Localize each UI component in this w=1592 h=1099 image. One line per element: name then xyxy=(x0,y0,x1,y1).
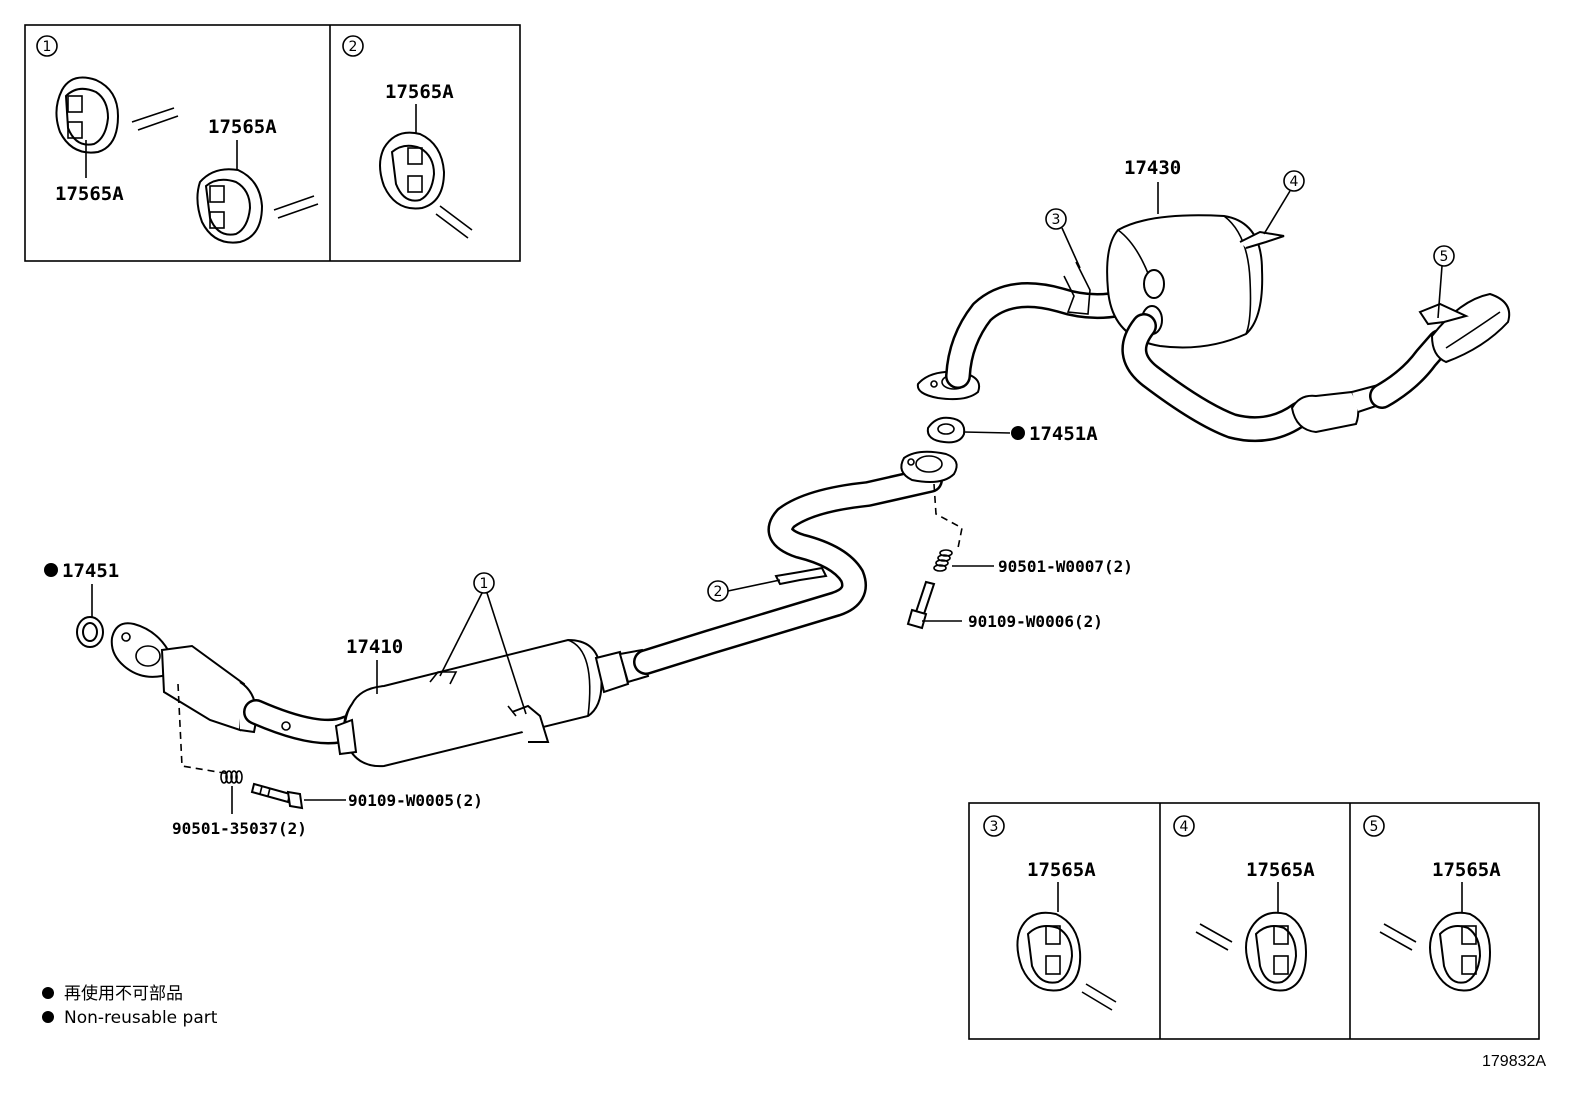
inset-callout-2: 2 xyxy=(342,35,364,57)
gasket-front: 17451 xyxy=(44,560,119,648)
inset-callout-4: 4 xyxy=(1173,815,1195,837)
legend-en: Non-reusable part xyxy=(64,1008,218,1028)
bolt-icon xyxy=(250,782,304,810)
front-pipe-assembly xyxy=(110,450,958,768)
callout-3: 3 xyxy=(1045,208,1081,269)
bushing-icon xyxy=(55,76,179,154)
inset-panel-bottom: 3 4 5 17565A 17565A xyxy=(968,802,1540,1040)
inset-panel-top: 1 2 17565A 17565A 17565A xyxy=(24,24,521,262)
legend: 再使用不可部品 Non-reusable part xyxy=(42,983,218,1028)
part-label-17451A: 17451A xyxy=(1029,423,1098,445)
bushing-icon xyxy=(196,168,319,244)
part-label-90501-35037: 90501-35037(2) xyxy=(172,819,307,838)
svg-text:5: 5 xyxy=(1440,249,1449,265)
part-label-17451: 17451 xyxy=(62,560,119,582)
part-label-90109-W0005: 90109-W0005(2) xyxy=(348,791,483,810)
inset-callout-3: 3 xyxy=(983,815,1005,837)
callout-4: 4 xyxy=(1263,170,1305,235)
part-label-bushing-5: 17565A xyxy=(1432,859,1501,881)
tail-pipe-assembly xyxy=(916,214,1511,443)
part-label-bushing-3: 17565A xyxy=(1027,859,1096,881)
part-label-17430: 17430 xyxy=(1124,157,1181,179)
callout-5: 5 xyxy=(1433,245,1455,319)
bushing-icon xyxy=(1016,911,1117,1011)
bolt-icon xyxy=(906,580,936,630)
spring-icon xyxy=(933,549,953,572)
svg-text:4: 4 xyxy=(1180,819,1189,835)
legend-ja: 再使用不可部品 xyxy=(64,983,183,1004)
front-fasteners: 90501-35037(2) 90109-W0005(2) xyxy=(172,683,483,838)
svg-text:4: 4 xyxy=(1290,174,1299,190)
part-label-bushing-4: 17565A xyxy=(1246,859,1315,881)
legend-bullet-en xyxy=(42,1011,54,1023)
gasket-center: 17451A xyxy=(926,416,1098,445)
figure-id: 179832A xyxy=(1482,1053,1546,1070)
part-label-bushing-2: 17565A xyxy=(385,81,454,103)
bushing-icon xyxy=(1195,911,1308,992)
spring-icon xyxy=(220,770,243,784)
bushing-icon xyxy=(1379,911,1492,992)
svg-text:2: 2 xyxy=(349,39,358,55)
part-label-17410: 17410 xyxy=(346,636,403,658)
callout-1: 1 xyxy=(439,572,527,715)
svg-text:5: 5 xyxy=(1370,819,1379,835)
legend-bullet-ja xyxy=(42,987,54,999)
svg-text:1: 1 xyxy=(43,39,52,55)
svg-text:2: 2 xyxy=(714,584,723,600)
svg-text:3: 3 xyxy=(990,819,999,835)
callout-2: 2 xyxy=(707,579,781,602)
part-label-bushing-1a: 17565A xyxy=(55,183,124,205)
part-label-bushing-1b: 17565A xyxy=(208,116,277,138)
svg-text:3: 3 xyxy=(1052,212,1061,228)
part-label-90109-W0006: 90109-W0006(2) xyxy=(968,612,1103,631)
bushing-icon xyxy=(379,131,473,239)
part-label-90501-W0007: 90501-W0007(2) xyxy=(998,557,1133,576)
inset-callout-5: 5 xyxy=(1363,815,1385,837)
inset-callout-1: 1 xyxy=(36,35,58,57)
svg-text:1: 1 xyxy=(480,576,489,592)
center-fasteners: 90501-W0007(2) 90109-W0006(2) xyxy=(906,483,1133,631)
